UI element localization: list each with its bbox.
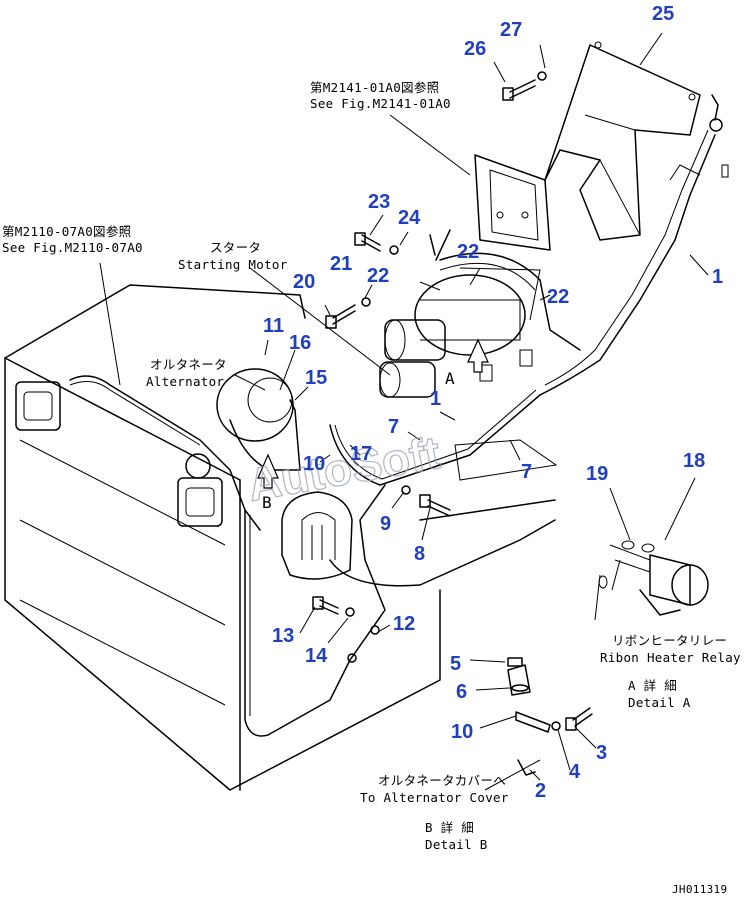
callout-15: 15 [305, 367, 327, 389]
relay-jp: リボンヒータリレー [612, 633, 727, 648]
callout-2: 2 [535, 780, 546, 802]
detail-b-jp: B 詳 細 [425, 820, 474, 835]
callout-12: 12 [393, 613, 415, 635]
starter-jp: スタータ [210, 240, 261, 255]
callouts: 25 27 26 24 23 22 22 22 21 20 11 16 15 1… [263, 3, 723, 802]
callout-22a: 22 [457, 241, 479, 263]
callout-7b: 7 [521, 461, 532, 483]
detail-b-letter: B [262, 493, 272, 512]
cover-plate [544, 41, 701, 241]
detail-b-en: Detail B [425, 837, 488, 852]
callout-18: 18 [683, 450, 705, 472]
detail-a-jp: A 詳 細 [628, 678, 677, 693]
callout-11: 11 [263, 315, 284, 337]
callout-1b: 1 [430, 388, 441, 410]
detail-a-en: Detail A [628, 695, 691, 710]
callout-16: 16 [289, 332, 311, 354]
callout-8: 8 [414, 543, 425, 565]
alternator-en: Alternator [146, 374, 224, 389]
wire-harness [69, 94, 729, 737]
callout-7a: 7 [388, 416, 399, 438]
callout-20: 20 [293, 271, 315, 293]
drawing-code: JH011319 [672, 883, 727, 896]
callout-9: 9 [380, 513, 391, 535]
starter-en: Starting Motor [178, 257, 288, 272]
alternator: B [216, 368, 301, 512]
callout-10: 10 [303, 453, 325, 475]
callout-23: 23 [368, 191, 390, 213]
ribbon-heater-relay [594, 540, 709, 621]
watermark: AutoSoft [244, 426, 444, 511]
fasteners [312, 71, 547, 663]
callout-19: 19 [586, 463, 608, 485]
leader-lines [99, 32, 709, 791]
callout-17: 17 [350, 443, 372, 465]
cover-jp: オルタネータカバーへ [378, 773, 506, 788]
callout-1a: 1 [712, 266, 723, 288]
ref-m2110-jp: 第M2110-07A0図参照 [2, 224, 131, 239]
callout-5: 5 [450, 653, 461, 675]
starting-motor: A [379, 274, 533, 398]
callout-4: 4 [569, 761, 581, 783]
ref-m2110-en: See Fig.M2110-07A0 [2, 240, 143, 255]
detail-a-letter: A [445, 369, 455, 388]
alternator-jp: オルタネータ [150, 357, 227, 372]
callout-22c: 22 [547, 286, 569, 308]
callout-6: 6 [456, 681, 467, 703]
callout-13: 13 [272, 625, 294, 647]
callout-3: 3 [596, 742, 607, 764]
ref-m2141-en: See Fig.M2141-01A0 [310, 96, 451, 111]
callout-25: 25 [652, 3, 674, 25]
callout-14: 14 [305, 645, 328, 667]
callout-27: 27 [500, 19, 522, 41]
detail-b-bracket [507, 657, 593, 776]
callout-26: 26 [464, 38, 486, 60]
callout-22b: 22 [367, 265, 389, 287]
callout-10b: 10 [451, 721, 473, 743]
callout-24: 24 [398, 207, 421, 229]
controller-bracket [474, 154, 551, 251]
ref-m2141-jp: 第M2141-01A0図参照 [310, 80, 439, 95]
cover-en: To Alternator Cover [360, 790, 509, 805]
relay-en: Ribon Heater Relay [600, 650, 741, 665]
callout-21: 21 [330, 253, 352, 275]
engine-block [4, 284, 556, 791]
